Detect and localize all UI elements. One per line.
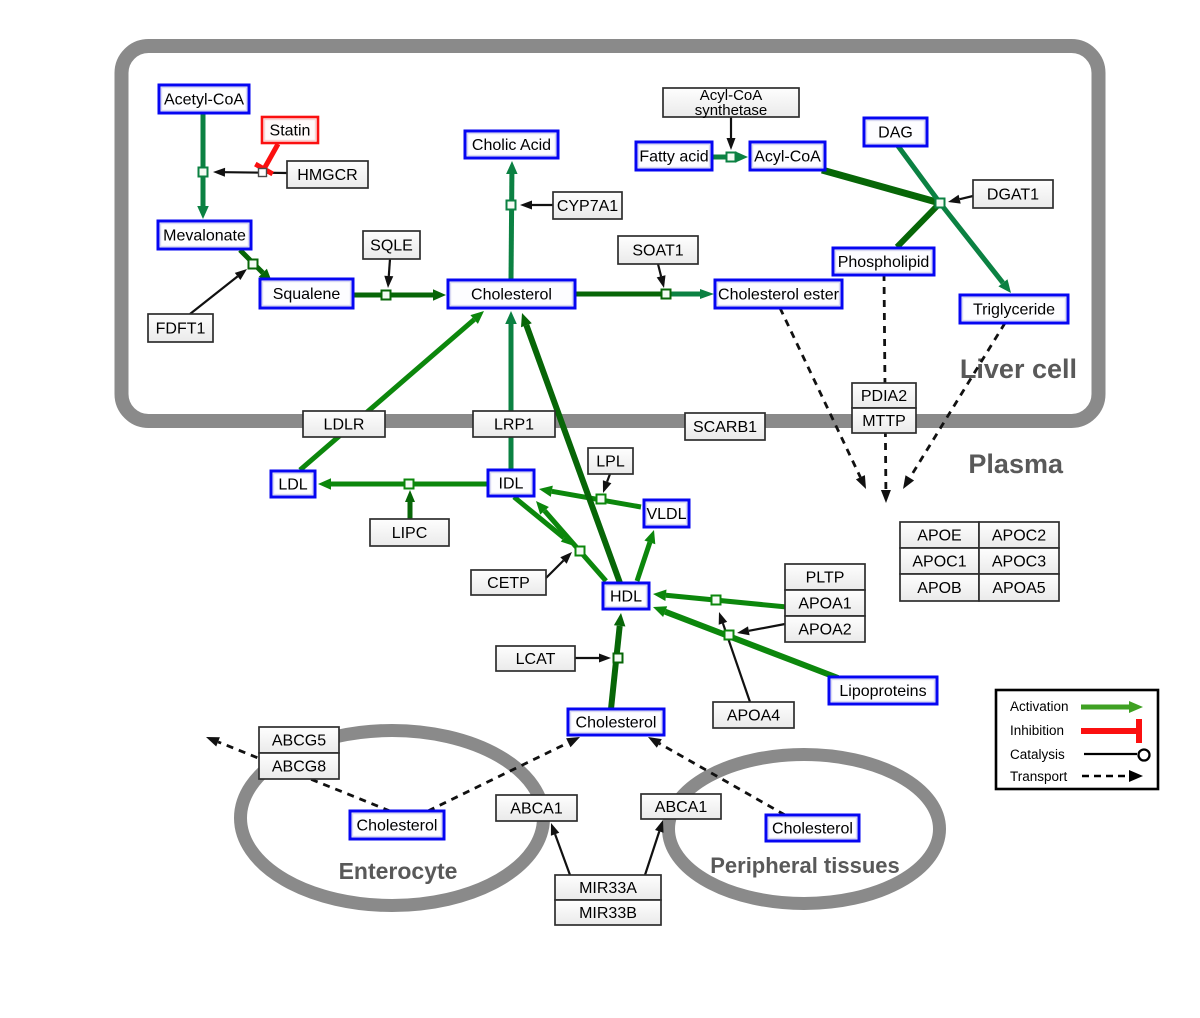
svg-text:MIR33A: MIR33A	[579, 880, 637, 897]
svg-text:PDIA2: PDIA2	[861, 388, 907, 405]
svg-text:synthetase: synthetase	[695, 102, 768, 119]
svg-text:APOA4: APOA4	[727, 708, 780, 725]
svg-text:APOC3: APOC3	[992, 554, 1046, 571]
svg-text:APOC2: APOC2	[992, 528, 1046, 545]
svg-text:MIR33B: MIR33B	[579, 905, 637, 922]
svg-text:Lipoproteins: Lipoproteins	[839, 683, 926, 700]
svg-text:APOC1: APOC1	[912, 554, 966, 571]
svg-text:LDLR: LDLR	[324, 417, 365, 434]
svg-text:Statin: Statin	[270, 123, 311, 140]
svg-text:APOB: APOB	[917, 580, 961, 597]
svg-text:DAG: DAG	[878, 125, 913, 142]
svg-text:SQLE: SQLE	[370, 238, 413, 255]
svg-text:Transport: Transport	[1010, 769, 1068, 784]
svg-text:ABCA1: ABCA1	[655, 799, 708, 816]
svg-text:Cholesterol: Cholesterol	[576, 715, 657, 732]
svg-text:Acetyl-CoA: Acetyl-CoA	[164, 92, 244, 109]
svg-text:HDL: HDL	[610, 589, 642, 606]
svg-text:Cholesterol: Cholesterol	[772, 821, 853, 838]
svg-text:Triglyceride: Triglyceride	[973, 302, 1055, 319]
svg-text:HMGCR: HMGCR	[297, 167, 357, 184]
svg-text:Enterocyte: Enterocyte	[339, 858, 458, 884]
svg-text:LDL: LDL	[278, 477, 307, 494]
svg-text:Activation: Activation	[1010, 699, 1069, 714]
svg-text:Cholesterol ester: Cholesterol ester	[718, 287, 840, 304]
svg-text:Squalene: Squalene	[273, 286, 341, 303]
svg-text:Cholic Acid: Cholic Acid	[472, 137, 551, 154]
svg-text:LCAT: LCAT	[516, 651, 556, 668]
svg-text:ABCG5: ABCG5	[272, 733, 326, 750]
svg-text:LPL: LPL	[596, 454, 625, 471]
svg-text:Peripheral tissues: Peripheral tissues	[710, 853, 900, 878]
svg-text:MTTP: MTTP	[862, 413, 906, 430]
svg-text:LRP1: LRP1	[494, 417, 534, 434]
svg-text:Fatty acid: Fatty acid	[639, 149, 708, 166]
svg-text:APOA1: APOA1	[798, 596, 851, 613]
svg-text:SOAT1: SOAT1	[632, 243, 683, 260]
svg-text:IDL: IDL	[499, 476, 524, 493]
svg-text:APOE: APOE	[917, 528, 961, 545]
svg-text:DGAT1: DGAT1	[987, 187, 1039, 204]
svg-text:APOA2: APOA2	[798, 622, 851, 639]
svg-text:LIPC: LIPC	[392, 525, 428, 542]
svg-text:VLDL: VLDL	[646, 506, 686, 523]
svg-text:CYP7A1: CYP7A1	[557, 198, 618, 215]
svg-text:ABCA1: ABCA1	[510, 801, 563, 818]
svg-text:Acyl-CoA: Acyl-CoA	[754, 149, 821, 166]
svg-text:CETP: CETP	[487, 575, 530, 592]
svg-text:Cholesterol: Cholesterol	[357, 818, 438, 835]
svg-text:FDFT1: FDFT1	[156, 321, 206, 338]
svg-text:ABCG8: ABCG8	[272, 759, 326, 776]
svg-text:APOA5: APOA5	[992, 580, 1045, 597]
svg-text:Mevalonate: Mevalonate	[163, 228, 246, 245]
svg-text:Cholesterol: Cholesterol	[471, 287, 552, 304]
svg-text:PLTP: PLTP	[806, 570, 845, 587]
svg-text:SCARB1: SCARB1	[693, 419, 757, 436]
svg-text:Plasma: Plasma	[968, 449, 1064, 479]
svg-text:Liver cell: Liver cell	[960, 354, 1077, 384]
svg-text:Inhibition: Inhibition	[1010, 723, 1064, 738]
svg-text:Acyl-CoA: Acyl-CoA	[700, 87, 763, 104]
svg-text:Catalysis: Catalysis	[1010, 747, 1065, 762]
svg-text:Phospholipid: Phospholipid	[838, 254, 930, 271]
